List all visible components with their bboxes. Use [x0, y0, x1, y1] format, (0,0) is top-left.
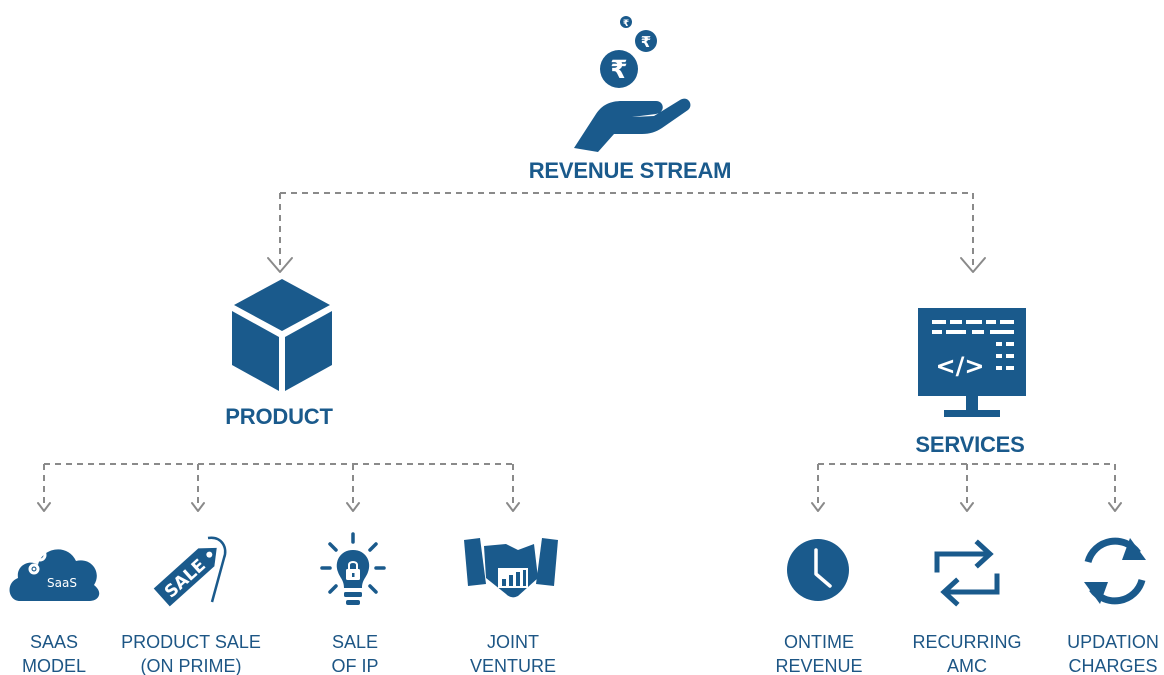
- arrowhead-updation: [1108, 502, 1122, 512]
- leaf-label-joint-venture: JOINT VENTURE: [469, 632, 556, 675]
- root-title: REVENUE STREAM: [528, 158, 732, 183]
- svg-text:₹: ₹: [641, 33, 651, 51]
- sale-tag-icon: SALE: [153, 536, 227, 607]
- refresh-cycle-icon: [1084, 537, 1146, 605]
- arrowhead-services: [960, 257, 986, 273]
- arrowhead-ontime: [811, 502, 825, 512]
- monitor-code-icon: </>: [918, 308, 1026, 417]
- repeat-arrows-icon: [934, 539, 1000, 607]
- leaf-label-saas-model: SAAS MODEL: [21, 632, 86, 675]
- arrowhead-sale-ip: [346, 502, 360, 512]
- svg-text:SaaS: SaaS: [47, 576, 77, 590]
- saas-cloud-icon: SaaS: [9, 548, 100, 601]
- connector-services-children: [817, 463, 1116, 508]
- leaf-label-recurring-amc: RECURRING AMC: [912, 632, 1022, 675]
- arrowhead-joint-venture: [506, 502, 520, 512]
- leaf-label-product-sale: PRODUCT SALE (ON PRIME): [121, 632, 261, 675]
- box-icon: [232, 279, 332, 391]
- svg-text:₹: ₹: [623, 19, 629, 29]
- handshake-icon: [464, 538, 558, 598]
- svg-text:</>: </>: [936, 352, 985, 380]
- product-title: PRODUCT: [225, 404, 333, 429]
- arrowhead-saas: [37, 502, 51, 512]
- leaf-label-ontime-revenue: ONTIME REVENUE: [775, 632, 863, 675]
- arrowhead-product: [267, 257, 293, 273]
- arrowhead-product-sale: [191, 502, 205, 512]
- clock-icon: [787, 539, 849, 601]
- hand-holding-rupee-coins-icon: ₹ ₹ ₹: [574, 16, 691, 152]
- arrowhead-recurring: [960, 502, 974, 512]
- lightbulb-lock-icon: [320, 532, 386, 605]
- services-title: SERVICES: [915, 432, 1025, 457]
- svg-text:₹: ₹: [610, 55, 627, 84]
- leaf-label-updation-charges: UPDATION CHARGES: [1067, 632, 1159, 675]
- leaf-label-sale-of-ip: SALE OF IP: [331, 632, 379, 675]
- connector-product-children: [43, 463, 514, 508]
- connector-root-product: [279, 192, 974, 268]
